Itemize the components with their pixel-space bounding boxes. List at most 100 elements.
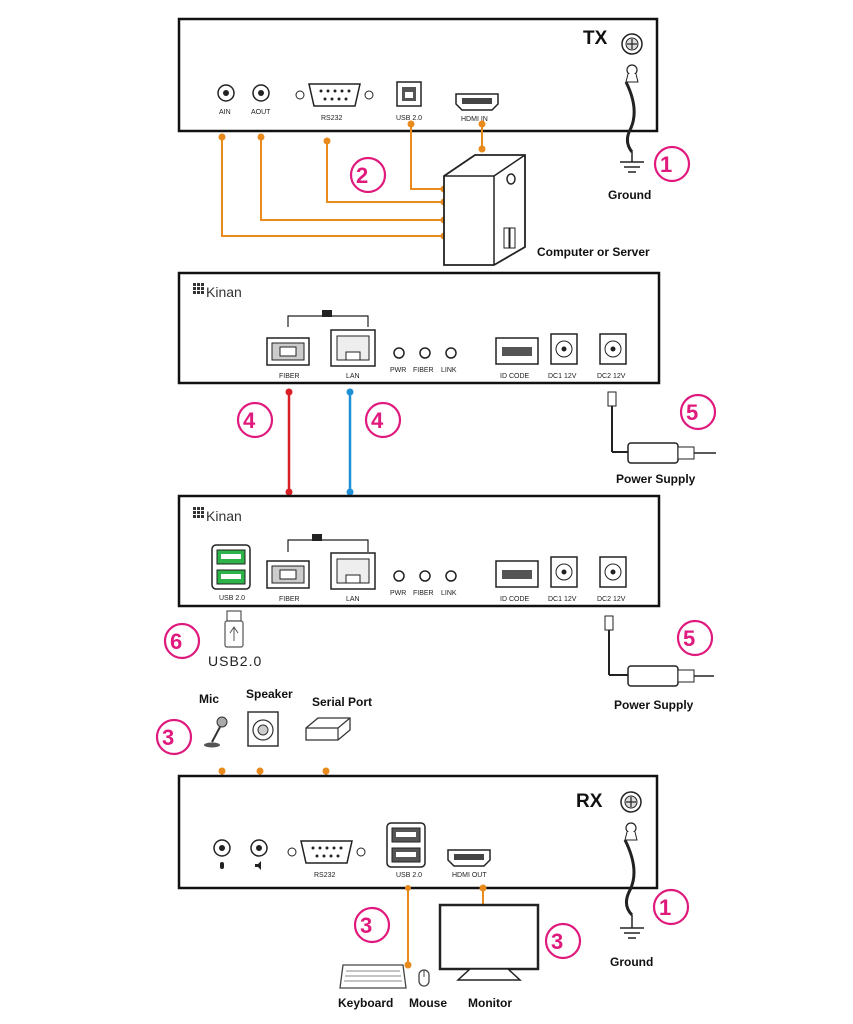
mic-icon	[204, 716, 228, 748]
callout-monitor: 3	[551, 929, 563, 954]
ext1-fiber-port	[266, 337, 310, 366]
tx-ain-label: AIN	[219, 109, 231, 116]
callout-ring-lan	[364, 401, 402, 439]
ext2-usb-port	[211, 544, 251, 590]
rx-rs232-port	[287, 840, 366, 864]
ext2-dc1-label: DC1 12V	[548, 596, 577, 603]
serial-device-icon	[305, 717, 351, 741]
callout-ring-power-1	[679, 393, 717, 431]
ext2-link-label: LINK	[441, 590, 457, 597]
callout-ring-ground-tx	[653, 145, 691, 183]
ext1-id-code-switch	[495, 337, 539, 365]
ext1-link-led	[445, 347, 457, 359]
ext2-chassis	[177, 494, 661, 608]
callout-usb-stick: 6	[170, 629, 182, 654]
rx-hdmi-port	[447, 849, 491, 867]
rx-mic-icon	[220, 862, 224, 869]
callout-ring-usb	[163, 622, 201, 660]
callout-ring-computer	[349, 156, 387, 194]
tx-rs232-label: RS232	[321, 115, 343, 122]
ground-tx	[620, 81, 644, 173]
ext2-pwr-led	[393, 570, 405, 582]
ground-rx	[620, 839, 644, 939]
callout-audio-serial: 3	[162, 725, 174, 750]
usb-stick-label: USB2.0	[208, 653, 262, 669]
mouse-label: Mouse	[409, 996, 447, 1010]
ext1-pwr-led	[393, 347, 405, 359]
callout-ground-tx: 1	[660, 152, 672, 177]
ext2-fiber-led-label: FIBER	[413, 590, 434, 597]
ext1-logo-icon	[193, 283, 204, 294]
callout-keyboard-mouse: 3	[360, 913, 372, 938]
mouse-icon	[418, 969, 430, 987]
tx-ground-screw-icon	[621, 33, 643, 83]
ext1-network-icon	[322, 310, 332, 317]
ground-bottom-label: Ground	[610, 955, 653, 969]
ext1-pwr-label: PWR	[390, 367, 406, 374]
power-supply-2-icon	[604, 615, 714, 687]
ext2-fiber-port	[266, 560, 310, 589]
tx-chassis	[177, 17, 659, 133]
ext1-dc2-port	[599, 333, 627, 365]
extender-1: Kinan FIBER LAN PWR FIBER LINK ID CODE	[177, 271, 661, 385]
ext2-pwr-label: PWR	[390, 590, 406, 597]
callout-ring-power-2	[676, 619, 714, 657]
tx-title: TX	[583, 28, 608, 49]
ext1-dc2-label: DC2 12V	[597, 373, 626, 380]
fiber-lan-cables	[285, 388, 354, 496]
monitor-label: Monitor	[468, 996, 512, 1010]
tx-ain-port	[217, 84, 235, 102]
tx-unit: TX AIN AOUT RS232	[177, 17, 659, 133]
extender-2: Kinan USB 2.0 FIBER LAN PWR FIBER LINK	[177, 494, 661, 608]
callout-fiber: 4	[243, 408, 256, 433]
tx-usb-label: USB 2.0	[396, 115, 422, 122]
tx-hdmi-port	[455, 93, 499, 111]
ext2-logo-icon	[193, 507, 204, 518]
rx-ground-screw-icon	[620, 791, 642, 841]
ext2-brand: Kinan	[206, 508, 242, 524]
callout-ground-rx: 1	[659, 895, 671, 920]
serial-port-label: Serial Port	[312, 695, 372, 709]
ext2-usb-label: USB 2.0	[219, 595, 245, 602]
ext2-dc1-port	[550, 556, 578, 588]
callout-computer: 2	[356, 163, 368, 188]
rx-mic-port	[213, 839, 231, 869]
ground-top-label: Ground	[608, 188, 651, 202]
ext1-dc1-port	[550, 333, 578, 365]
rx-usb-label: USB 2.0	[396, 872, 422, 879]
tx-aout-label: AOUT	[251, 109, 271, 116]
power-supply-1-icon	[607, 391, 716, 464]
ext2-dc2-label: DC2 12V	[597, 596, 626, 603]
rx-speaker-port	[250, 839, 268, 870]
tx-cables	[218, 120, 486, 240]
mic-label: Mic	[199, 692, 219, 706]
callout-ring-kbd	[353, 906, 391, 944]
ext1-fiber-label: FIBER	[279, 373, 300, 380]
ext1-brand: Kinan	[206, 284, 242, 300]
callout-power-2: 5	[683, 626, 695, 651]
rx-usb-port	[386, 822, 426, 868]
callout-ring-audio	[155, 718, 193, 756]
ext2-id-code-switch	[495, 560, 539, 588]
callout-power-1: 5	[686, 400, 698, 425]
speaker-label: Speaker	[246, 687, 293, 701]
rx-title: RX	[576, 791, 603, 812]
ext2-id-code-label: ID CODE	[500, 596, 530, 603]
usb-stick-icon	[224, 610, 244, 648]
ext2-lan-label: LAN	[346, 596, 360, 603]
tx-rs232-port	[295, 83, 374, 107]
callout-lan: 4	[371, 408, 384, 433]
tx-hdmi-label: HDMI IN	[461, 116, 488, 123]
ext2-link-led	[445, 570, 457, 582]
rx-hdmi-label: HDMI OUT	[452, 872, 487, 879]
rx-output-cables	[404, 884, 487, 969]
ext1-fiber-led-label: FIBER	[413, 367, 434, 374]
callout-ring-ground-rx	[652, 888, 690, 926]
tx-usb-port	[396, 81, 422, 107]
power-supply-2-label: Power Supply	[614, 698, 694, 712]
ext1-chassis	[177, 271, 661, 385]
ext2-network-icon	[312, 534, 322, 541]
keyboard-icon	[339, 964, 407, 989]
ext2-fiber-label: FIBER	[279, 596, 300, 603]
speaker-icon	[247, 711, 279, 747]
